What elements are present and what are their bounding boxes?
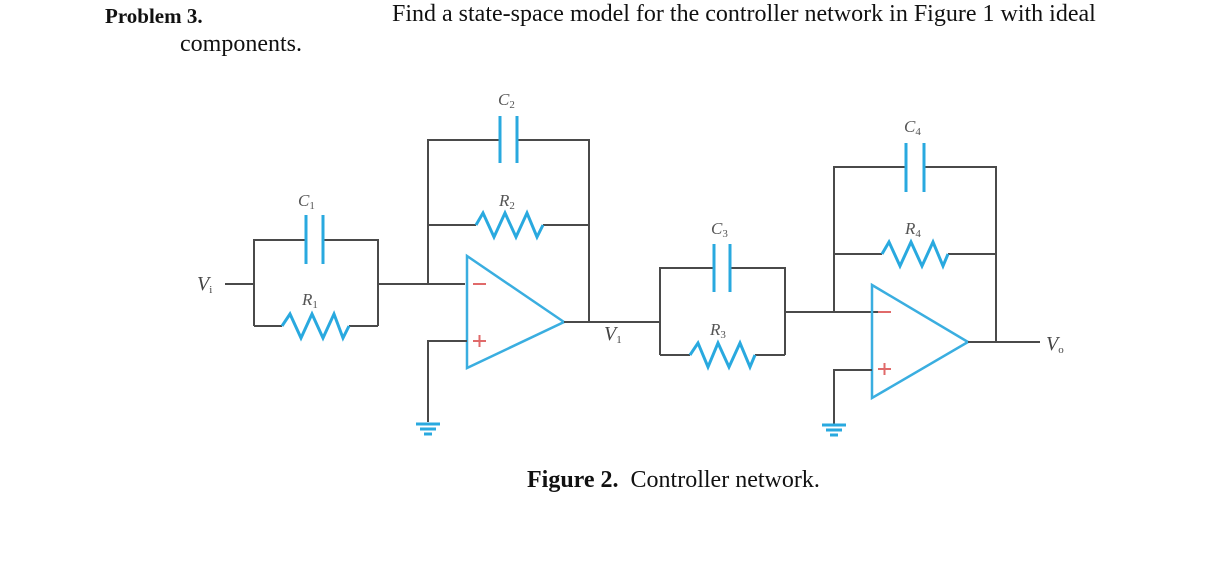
label-c3: C3 [711,219,728,240]
capacitor-c4 [904,143,926,192]
wire [833,369,872,424]
wire [323,239,379,326]
label-vo: Vo [1046,333,1064,356]
caption-label: Figure 2. [527,467,619,493]
feedback-network-2 [833,143,997,342]
label-v1: V1 [604,323,622,346]
wire [659,267,714,355]
label-r1: R1 [301,290,318,311]
wire [517,139,590,322]
wire [833,166,906,312]
ground-icon [822,423,846,437]
wire [427,139,500,284]
capacitor-c2 [498,116,519,163]
capacitor-c1 [304,215,325,264]
label-vi: Vi [197,273,212,296]
input-network [225,215,465,342]
label-r2: R2 [498,191,515,212]
plus-sign [473,335,486,347]
caption-text: Controller network. [630,467,820,493]
capacitor-c3 [712,244,732,292]
middle-network [659,244,880,371]
op-amp-1 [427,253,660,422]
wire [730,267,786,355]
plus-sign [878,363,891,375]
wire [924,166,997,342]
label-r3: R3 [709,320,726,341]
figure-caption: Figure 2. Controller network. [527,467,820,494]
op-amp-2 [833,282,1040,424]
resistor-r4 [880,238,950,270]
label-r4: R4 [904,219,921,240]
problem-statement: Find a state-space model for the control… [392,1,1096,27]
problem-label: Problem 3. [105,4,203,28]
resistor-r2 [474,209,545,241]
wire [253,239,306,326]
resistor-r3 [688,339,757,371]
resistor-r1 [280,310,351,342]
label-c1: C1 [298,191,315,212]
problem-statement-continued: components. [180,31,302,57]
label-c4: C4 [904,117,921,138]
ground-icon [416,422,440,436]
label-c2: C2 [498,90,515,111]
feedback-network-1 [427,116,590,322]
wire [427,340,467,422]
